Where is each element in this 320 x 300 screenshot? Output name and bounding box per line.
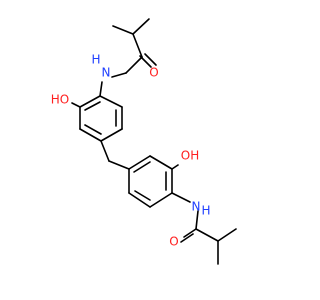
bond (139, 55, 152, 68)
bond (134, 190, 151, 201)
bond (128, 192, 151, 208)
bond (111, 72, 127, 78)
bond (99, 95, 123, 108)
bond (195, 228, 219, 242)
atom-label-oh: OH (181, 149, 199, 163)
bond (71, 102, 81, 108)
bond (125, 56, 143, 74)
bond (99, 81, 103, 97)
bond (108, 160, 130, 170)
bond (132, 33, 143, 58)
bond (180, 233, 194, 243)
bond (183, 228, 197, 238)
atom-label-o: O (149, 66, 158, 80)
bond-layer (71, 18, 237, 265)
bond (100, 140, 110, 162)
atom-label-n: N (192, 200, 201, 214)
bond (112, 25, 134, 35)
bond (144, 53, 157, 66)
atom-label-n: N (102, 66, 111, 80)
bond (149, 192, 173, 208)
bond (195, 210, 199, 230)
atom-label-o: O (169, 235, 178, 249)
bond (217, 228, 237, 242)
bond (171, 164, 179, 170)
bond (149, 155, 173, 170)
bond (84, 124, 102, 135)
bond (100, 128, 123, 142)
atom-label-ho: HO (51, 93, 69, 107)
atom-label-h: H (201, 204, 210, 218)
bond (132, 18, 150, 35)
bond (128, 155, 151, 170)
chemical-structure-diagram: H N O HO OH N H O (51, 18, 237, 265)
bond (79, 128, 102, 142)
atom-label-h: H (91, 53, 100, 67)
atom-label-layer: H N O HO OH N H O (51, 53, 211, 249)
bond (84, 101, 101, 111)
bond (79, 95, 101, 108)
bond (133, 161, 151, 173)
bond (171, 192, 191, 203)
